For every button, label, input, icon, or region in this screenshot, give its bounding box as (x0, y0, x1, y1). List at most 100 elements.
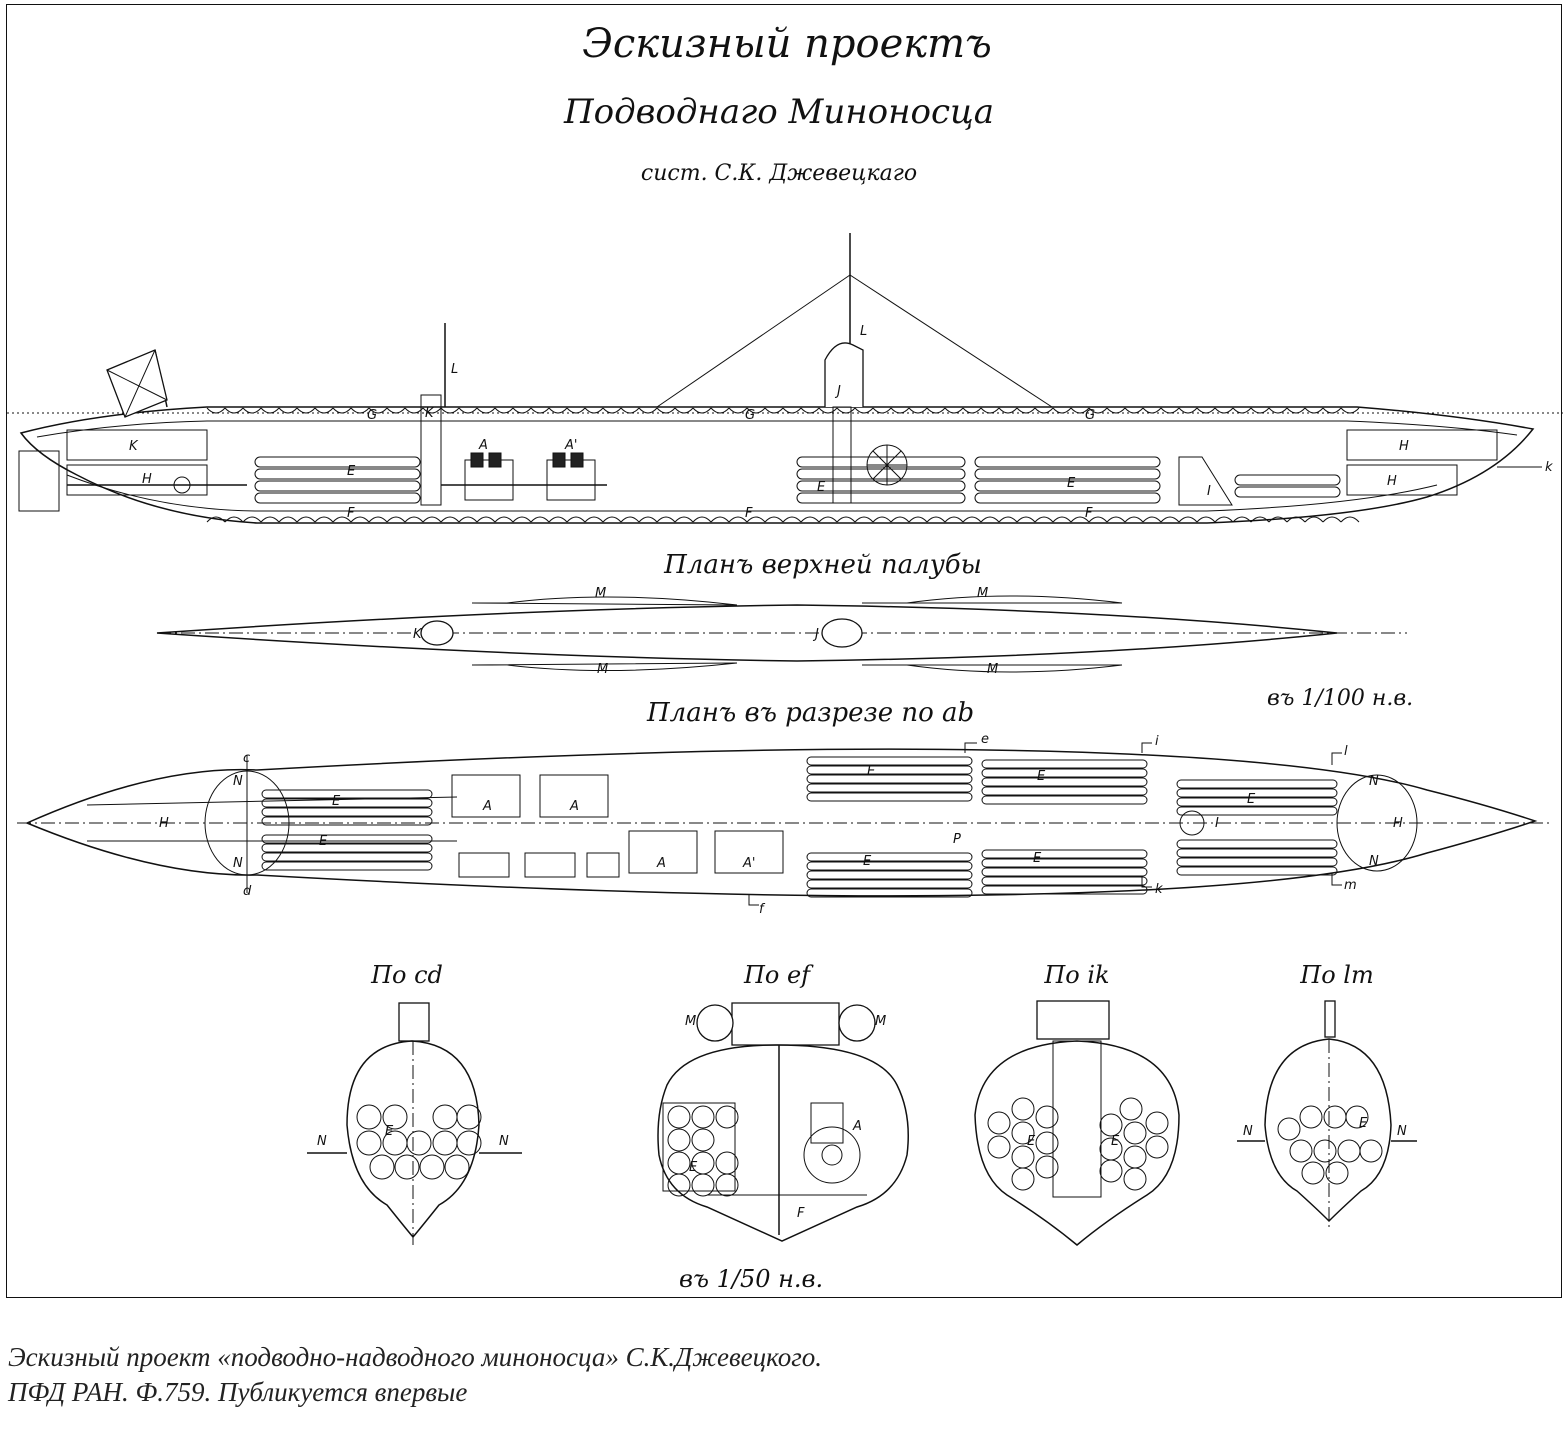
hull-frame (710, 516, 730, 523)
label-K-tower: K (425, 406, 435, 421)
battery-cell (1323, 1105, 1347, 1129)
battery-cell (691, 1105, 715, 1129)
battery-cell (981, 786, 1148, 796)
stay-aft (656, 274, 851, 408)
battery-cell (1313, 1139, 1337, 1163)
hull-frame (512, 407, 532, 414)
hull-frame (386, 407, 406, 414)
hull-frame (980, 516, 1000, 523)
side-elevation: K H L K E A A' G G G F F F (7, 233, 1563, 524)
hull-frame (692, 407, 712, 414)
battery-cell (981, 777, 1148, 787)
battery-cell (1145, 1135, 1169, 1159)
label-E-p3: E (867, 764, 876, 779)
hull-frame (422, 516, 442, 523)
battery-cell (1099, 1113, 1123, 1137)
upper-deck-title: Планъ верхней палубы (663, 550, 982, 580)
hull-frame (1034, 516, 1054, 523)
plan-engine-A-1 (451, 774, 521, 818)
hull-frame (1304, 516, 1324, 523)
hull-frame (800, 516, 820, 523)
hull-frame (674, 407, 694, 414)
hull-frame (854, 407, 874, 414)
label-L-aft: L (451, 362, 458, 377)
hull-frame (1214, 516, 1234, 523)
battery-cell (406, 1130, 432, 1156)
hull-frame (1142, 407, 1162, 414)
hull-frame (422, 407, 442, 414)
label-N-4: N (1369, 854, 1379, 869)
battery-cell (667, 1173, 691, 1197)
hull-frame (206, 516, 226, 523)
hull-frame (1232, 516, 1252, 523)
scale-50: въ 1/50 н.в. (679, 1265, 823, 1293)
battery-cell (715, 1105, 739, 1129)
hull-frame (782, 516, 802, 523)
compartment-K (66, 429, 208, 461)
battery-cell (1035, 1131, 1059, 1155)
hull-frame (602, 516, 622, 523)
hull-frame (242, 516, 262, 523)
hull-frame (998, 516, 1018, 523)
section-hull-outline (25, 748, 1538, 897)
hull-frame (620, 407, 640, 414)
hull-frame (386, 516, 406, 523)
hull-frame (350, 516, 370, 523)
battery-cell (1119, 1097, 1143, 1121)
battery-E-aft (254, 456, 421, 504)
hull-frame (458, 407, 478, 414)
hull-frame (1178, 516, 1198, 523)
battery-cell (261, 834, 433, 844)
compartment-H-bow-1 (1346, 429, 1498, 461)
battery-cell (1099, 1159, 1123, 1183)
battery-cell (394, 1154, 420, 1180)
tower-K (420, 394, 442, 506)
caption-line-2: ПФД РАН. Ф.759. Публикуется впервые (8, 1377, 468, 1407)
battery-cell (1299, 1105, 1323, 1129)
label-A-p3: A (656, 856, 666, 871)
label-G-3: G (1085, 408, 1095, 423)
hull-frame (332, 407, 352, 414)
hull-frame (206, 407, 226, 414)
marker-i: i (1155, 734, 1159, 749)
hull-frame (296, 407, 316, 414)
hull-frame (926, 516, 946, 523)
battery-cell (1345, 1105, 1369, 1129)
marker-f: f (759, 902, 766, 917)
battery-cell (667, 1128, 691, 1152)
hull-frame (1088, 516, 1108, 523)
label-A-p4: A' (742, 856, 755, 871)
hull-frame (548, 407, 568, 414)
hull-frame (476, 516, 496, 523)
scale-100: въ 1/100 н.в. (1267, 686, 1413, 711)
hull-frame (1088, 407, 1108, 414)
label-J-deck: J (812, 627, 819, 642)
battery-cell (1176, 797, 1338, 807)
hatch-J (821, 618, 863, 648)
label-H-bow-1: H (1399, 439, 1409, 454)
label-H-plan-bow: H (1393, 816, 1403, 831)
hull-frame (350, 407, 370, 414)
label-A-p1: A (482, 799, 492, 814)
label-M-4: M (987, 662, 998, 677)
hull-frame (1016, 516, 1036, 523)
hull-frame (260, 407, 280, 414)
battery-cell (987, 1111, 1011, 1135)
hull-frame (224, 516, 244, 523)
hatch-K (420, 620, 454, 646)
hull-frame (692, 516, 712, 523)
launcher-M-4 (862, 664, 1123, 673)
battery-cell (981, 858, 1148, 868)
hull-frame (584, 407, 604, 414)
hull-frame (944, 516, 964, 523)
hull-frame (980, 407, 1000, 414)
battery-cell (261, 789, 433, 799)
label-H-plan-aft: H (159, 816, 169, 831)
battery-cell (806, 888, 973, 898)
hull-frame (728, 407, 748, 414)
battery-cell (1035, 1105, 1059, 1129)
hull-frame (566, 516, 586, 523)
battery-cell (981, 876, 1148, 886)
hull-frame (728, 516, 748, 523)
hull-frame (1304, 407, 1324, 414)
